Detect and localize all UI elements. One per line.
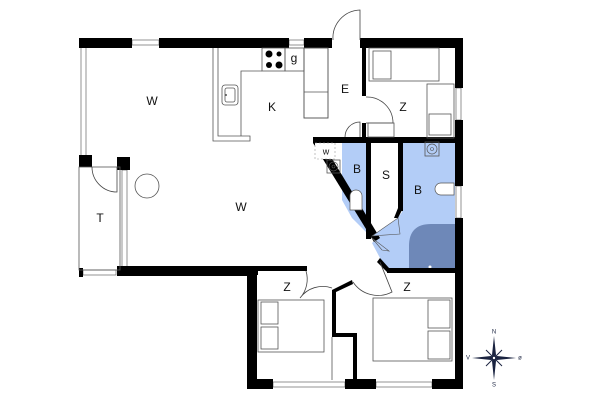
kitchen [212,47,329,142]
window-east-bath [455,185,462,219]
bedrooms-south [257,261,453,380]
room-label-bedroom-se: Z [403,280,410,294]
entrance-door [303,9,395,138]
room-labels: W K g E Z w B S B T W Z Z [96,51,422,294]
shower-tray [409,224,455,270]
room-label-washer: w [322,146,330,156]
room-label-bath-large: B [414,183,422,197]
sink-icon [326,159,341,174]
room-label-terrace: T [96,211,104,225]
window-terrace-south [82,269,117,276]
washer-icon [314,142,336,160]
shower-drain [428,265,432,269]
sink-icon [424,141,440,157]
bathroom-fills [342,143,455,270]
room-label-living-south: W [235,200,247,214]
bedroom-ne-furniture [368,47,455,139]
compass-rose-icon: N S V ø [466,330,522,389]
walls [79,38,463,389]
double-bed-icon [372,297,453,362]
bed-icon [426,83,455,139]
toilet-icon [349,189,363,211]
compass-east: ø [518,356,522,362]
room-label-kitchen: K [268,100,276,114]
room-label-entrance: E [341,82,349,96]
stove-top [261,47,286,72]
room-label-stove: g [291,51,298,65]
room-label-living-north: W [146,94,158,108]
room-label-bedroom-sw: Z [283,280,290,294]
burner-icon [265,50,273,58]
compass-west: V [466,356,470,362]
bed-icon [368,47,440,82]
window-terrace-east [121,169,128,269]
window-south-bedroom-se [375,381,433,388]
compass-north: N [492,330,496,336]
room-label-bedroom-ne: Z [399,100,406,114]
kitchen-sink-icon [221,84,239,106]
room-label-bath-small: B [353,162,361,176]
terrace [78,166,160,271]
compass-south: S [492,383,496,389]
double-bed-icon [257,299,325,353]
window-east-bedroom [455,87,462,121]
window-north-living [131,39,160,46]
round-table-icon [134,173,160,199]
bath-fixtures [314,141,455,252]
window-south-bedroom-sw [272,381,346,388]
toilet-icon [434,182,455,196]
room-label-storage: S [382,168,390,182]
window-north-kitchen [288,39,305,46]
window-west-living [80,46,87,158]
